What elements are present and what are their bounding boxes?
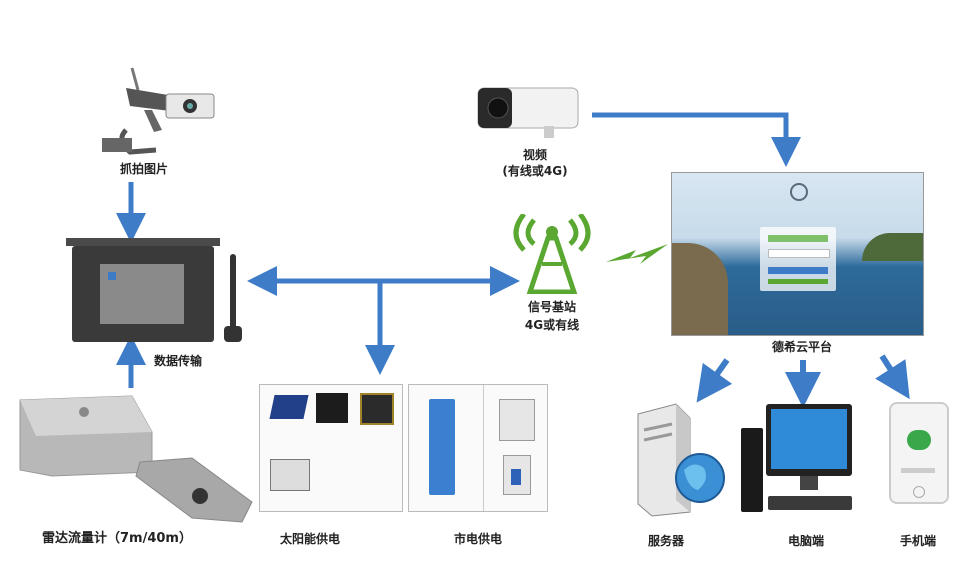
mobile-label: 手机端	[899, 534, 936, 548]
capture-camera-label: 抓拍图片	[119, 162, 168, 176]
username-field	[768, 235, 828, 242]
breaker-switch	[511, 469, 521, 485]
video-camera-icon	[477, 87, 579, 138]
mobile-phone-icon	[889, 402, 949, 504]
radar-flowmeter-icon	[19, 395, 253, 523]
transmitter-led	[108, 272, 116, 280]
data-transmission-label: 数据传输	[153, 354, 202, 368]
power-supply-icon	[429, 399, 455, 495]
arrow-cloud-to-server	[696, 358, 733, 403]
server-label: 服务器	[647, 534, 684, 548]
arrow-cloud-to-mobile	[875, 354, 910, 400]
divider-line	[483, 385, 484, 511]
base-station-tower-icon	[513, 214, 591, 294]
arrow-video-to-cloud	[592, 112, 801, 167]
monitor-icon	[766, 404, 852, 476]
capture-camera-icon	[102, 67, 215, 155]
signal-bolt-icon	[606, 244, 668, 264]
password-field	[768, 249, 830, 258]
cliff-left	[672, 243, 728, 335]
breaker-top-icon	[499, 399, 535, 441]
mains-power-box	[408, 384, 548, 512]
battery-icon	[316, 393, 348, 423]
transmitter-mount-top	[66, 238, 220, 246]
mains-power-label: 市电供电	[453, 532, 502, 546]
monitor-screen	[771, 409, 847, 469]
video-label-line1: 视频	[522, 148, 547, 162]
cloud-platform-screen	[671, 172, 924, 336]
server-icon	[637, 403, 725, 517]
cloud-platform-label: 德希云平台	[771, 340, 832, 354]
solar-power-label: 太阳能供电	[279, 532, 340, 546]
video-label-line2: (有线或4G)	[502, 164, 568, 178]
base-station-label-line1: 信号基站	[527, 300, 576, 314]
solar-power-box	[259, 384, 403, 512]
radar-flowmeter-label: 雷达流量计（7m/40m）	[42, 531, 192, 546]
controller-icon	[360, 393, 394, 425]
mobile-bar	[901, 468, 935, 473]
register-button	[768, 279, 828, 284]
monitor-stand	[800, 476, 818, 490]
keyboard-icon	[768, 496, 852, 510]
base-station-label-line2: 4G或有线	[524, 318, 580, 332]
data-transmitter-device	[66, 238, 220, 342]
cliff-right	[862, 233, 923, 261]
wechat-icon	[907, 430, 931, 450]
login-button	[768, 267, 828, 274]
login-panel	[760, 227, 836, 291]
inverter-icon	[270, 459, 310, 491]
computer-tower-icon	[741, 428, 763, 512]
computer-label: 电脑端	[787, 534, 824, 548]
antenna-base	[224, 326, 242, 342]
home-button-icon	[913, 486, 925, 498]
cloud-logo-icon	[790, 183, 808, 201]
solar-panel-icon	[269, 395, 309, 419]
antenna-icon	[230, 254, 236, 330]
